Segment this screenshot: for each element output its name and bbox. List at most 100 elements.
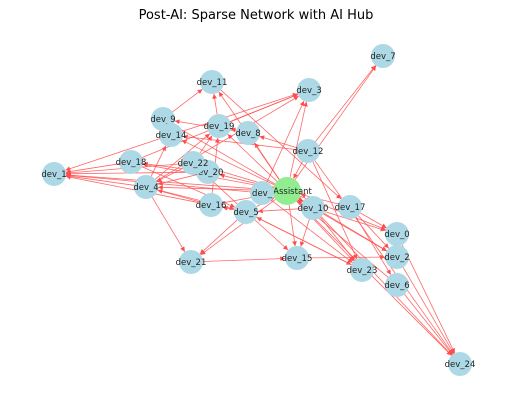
node-circle-dev_6	[385, 273, 409, 297]
node-circle-dev_15	[285, 246, 309, 270]
edge-dev_19-to-dev_3	[229, 94, 299, 122]
edge-dev_x-to-dev_1	[65, 173, 251, 193]
node-dev_24: dev_24	[445, 352, 475, 376]
node-label-dev_21: dev_21	[176, 258, 207, 268]
edge-dev_4-to-dev_1	[65, 173, 135, 186]
edge-dev_17-to-dev_0	[360, 212, 387, 229]
edge-dev_6-to-dev_24	[404, 294, 453, 355]
node-dev_14: dev_14	[156, 123, 186, 147]
node-circle-dev_2	[385, 245, 409, 269]
edge-dev_8-to-dev_19	[230, 127, 237, 133]
node-label-dev_19: dev_19	[204, 122, 235, 132]
edge-ai-to-dev_14	[181, 139, 275, 186]
edge-dev_21-to-dev_15	[202, 256, 286, 262]
edge-dev_22-to-dev_19	[199, 135, 213, 154]
edge-dev_4-to-dev_3	[156, 95, 299, 182]
edge-ai-to-dev_24	[296, 200, 452, 356]
node-circle-dev_1	[42, 162, 66, 186]
node-dev_10: dev_10	[298, 196, 328, 220]
node-label-dev_12: dev_12	[293, 147, 324, 157]
node-circle-ai	[273, 177, 301, 205]
node-label-dev_8: dev_8	[235, 129, 260, 139]
node-label-dev_20: dev_20	[193, 168, 224, 178]
edge-dev_5-to-dev_15	[254, 219, 289, 251]
node-label-dev_x: dev_	[252, 189, 273, 199]
node-dev_19: dev_19	[204, 114, 235, 138]
edge-dev_4-to-dev_21	[151, 197, 186, 252]
edge-ai-to-dev_15	[288, 204, 297, 247]
node-dev_3: dev_3	[296, 78, 322, 102]
node-dev_0: dev_0	[384, 222, 410, 246]
edge-dev_2-to-dev_24	[402, 267, 455, 354]
node-label-dev_7: dev_7	[370, 52, 395, 62]
edge-dev_12-to-ai	[293, 161, 303, 179]
edge-dev_9-to-dev_11	[172, 88, 203, 113]
node-label-dev_16: dev_16	[196, 201, 227, 211]
edge-dev_11-to-dev_17	[220, 89, 342, 200]
node-label-dev_6: dev_6	[384, 281, 409, 291]
node-circle-dev_14	[159, 123, 183, 147]
node-circle-dev_24	[448, 352, 472, 376]
edge-dev_0-to-dev_24	[401, 244, 456, 354]
edge-dev_10-to-dev_0	[324, 211, 386, 232]
node-dev_5: dev_5	[233, 200, 259, 224]
node-dev_16: dev_16	[196, 193, 227, 217]
node-dev_8: dev_8	[235, 121, 261, 145]
node-dev_21: dev_21	[176, 250, 207, 274]
node-label-dev_2: dev_2	[384, 253, 409, 263]
node-circle-dev_19	[207, 114, 231, 138]
node-label-dev_1: dev_1	[41, 170, 66, 180]
node-circle-dev_11	[200, 70, 224, 94]
node-dev_1: dev_1	[41, 162, 67, 186]
edge-dev_4-to-dev_14	[150, 145, 167, 177]
edge-ai-to-dev_19	[227, 134, 278, 182]
edge-dev_14-to-dev_1	[65, 138, 160, 171]
node-circle-dev_3	[297, 78, 321, 102]
edge-dev_22-to-dev_4	[156, 168, 183, 182]
node-dev_2: dev_2	[384, 245, 410, 269]
node-circle-dev_7	[371, 44, 395, 68]
node-label-dev_9: dev_9	[150, 115, 175, 125]
edge-dev_10-to-dev_23	[320, 217, 355, 261]
node-circle-dev_4	[134, 175, 158, 199]
edge-ai-to-dev_21	[200, 198, 276, 256]
node-label-dev_11: dev_11	[197, 78, 228, 88]
node-label-dev_22: dev_22	[178, 159, 209, 169]
edge-dev_10-to-dev_5	[257, 208, 302, 214]
node-dev_12: dev_12	[293, 139, 324, 163]
edge-dev_23-to-dev_5	[256, 217, 352, 265]
node-label-dev_0: dev_0	[384, 230, 409, 240]
edge-dev_5-to-dev_21	[199, 219, 238, 255]
node-dev_23: dev_23	[347, 258, 377, 282]
node-circle-dev_8	[236, 121, 260, 145]
node-circle-dev_5	[234, 200, 258, 224]
edge-dev_16-to-dev_1	[65, 174, 200, 204]
node-label-dev_18: dev_18	[116, 158, 147, 168]
edge-dev_5-to-dev_16	[222, 205, 235, 211]
edge-dev_x-to-dev_23	[271, 199, 353, 264]
edge-dev_10-to-dev_15	[299, 219, 310, 247]
node-circle-dev_16	[199, 193, 223, 217]
edge-dev_18-to-dev_1	[65, 163, 120, 174]
node-circle-dev_0	[385, 222, 409, 246]
node-circle-dev_18	[119, 150, 143, 174]
node-label-dev_4: dev_4	[133, 183, 158, 193]
node-dev_7: dev_7	[370, 44, 396, 68]
node-dev_22: dev_22	[178, 151, 209, 175]
edge-dev_19-to-dev_11	[212, 93, 218, 115]
node-dev_4: dev_4	[133, 175, 159, 199]
node-dev_15: dev_15	[282, 246, 313, 270]
edge-ai-to-dev_9	[173, 124, 276, 185]
edge-ai-to-dev_3	[289, 101, 308, 178]
edge-dev_12-to-dev_7	[315, 65, 376, 142]
edge-dev_4-to-dev_19	[154, 133, 211, 180]
edge-dev_10-to-dev_2	[323, 213, 387, 252]
node-label-dev_17: dev_17	[335, 203, 366, 213]
node-dev_18: dev_18	[116, 150, 147, 174]
node-label-dev_15: dev_15	[282, 254, 313, 264]
node-circle-dev_x	[250, 181, 274, 205]
diagram-title: Post-AI: Sparse Network with AI Hub	[139, 8, 374, 23]
edge-dev_12-to-dev_23	[312, 161, 358, 260]
